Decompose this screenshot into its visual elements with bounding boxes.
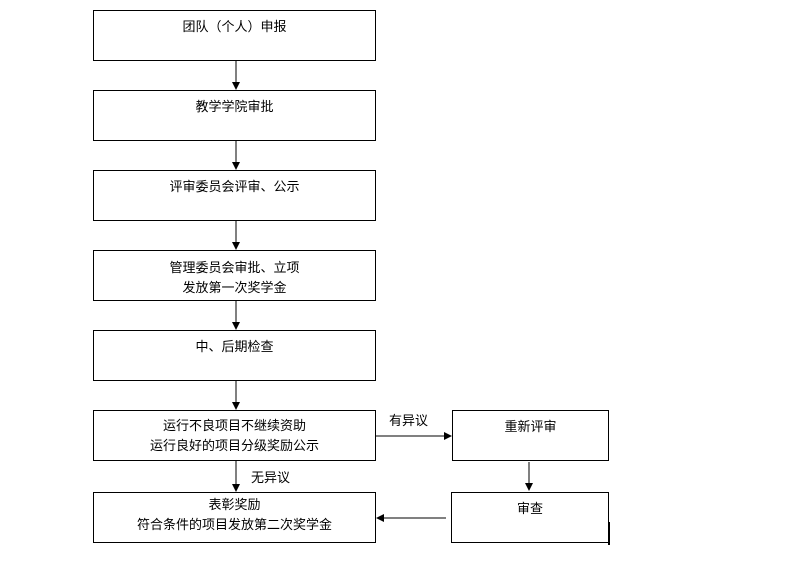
step-operation-evaluation-line2: 运行良好的项目分级奖励公示 — [149, 439, 319, 454]
step-management-approval: 管理委员会审批、立项 发放第一次奖学金 — [93, 250, 376, 301]
label-no-objection: 无异议 — [251, 471, 291, 486]
step-operation-evaluation: 运行不良项目不继续资助 运行良好的项目分级奖励公示 — [93, 410, 376, 461]
step-audit: 审查 — [451, 492, 609, 543]
step-management-approval-line1: 管理委员会审批、立项 — [169, 261, 300, 276]
step-midterm-check: 中、后期检查 — [93, 330, 376, 381]
step-audit-text: 审查 — [516, 502, 543, 517]
step-commendation: 表彰奖励 符合条件的项目发放第二次奖学金 — [93, 492, 376, 543]
step-commendation-line2: 符合条件的项目发放第二次奖学金 — [136, 518, 332, 533]
step-college-approval-text: 教学学院审批 — [195, 100, 274, 115]
step-operation-evaluation-line1: 运行不良项目不继续资助 — [162, 419, 306, 434]
label-objection: 有异议 — [389, 414, 429, 429]
step-college-approval: 教学学院审批 — [93, 90, 376, 141]
step-management-approval-line2: 发放第一次奖学金 — [182, 281, 287, 296]
step-team-application-text: 团队（个人）申报 — [182, 20, 287, 35]
step-re-review-text: 重新评审 — [504, 420, 557, 435]
step-team-application: 团队（个人）申报 — [93, 10, 376, 61]
step-committee-review: 评审委员会评审、公示 — [93, 170, 376, 221]
step-re-review: 重新评审 — [452, 410, 609, 461]
step-commendation-line1: 表彰奖励 — [208, 498, 261, 513]
step-committee-review-text: 评审委员会评审、公示 — [169, 180, 300, 195]
step-midterm-check-text: 中、后期检查 — [195, 340, 274, 355]
